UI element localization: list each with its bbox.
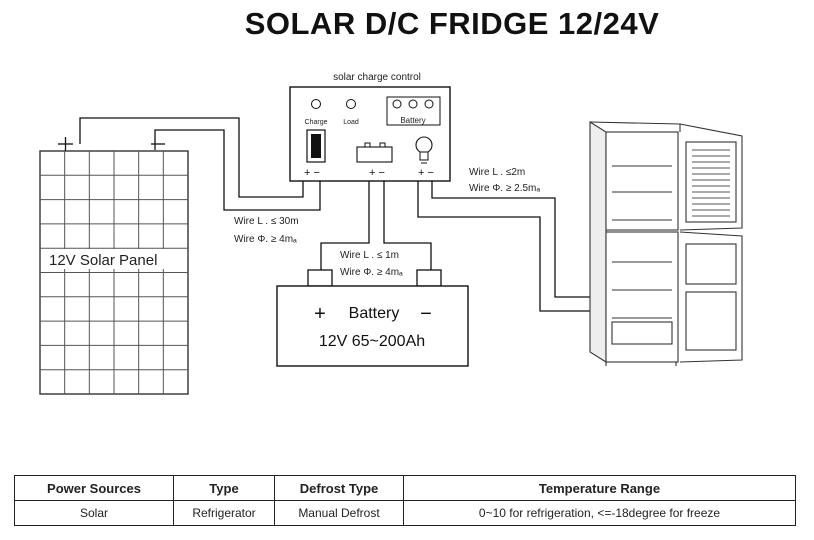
fridge-wire-length: Wire L . ≤2m [469,167,525,178]
battery-name: Battery [349,305,400,322]
battery-spec: 12V 65~200Ah [319,333,425,350]
solar-panel-label: 12V Solar Panel [49,252,157,269]
battery-led-icon [424,99,434,109]
wire-panel-plus [79,117,304,198]
cell-defrost-type: Manual Defrost [274,500,404,526]
wire-fridge-plus [417,178,606,312]
load-label: Load [343,119,359,126]
header-type: Type [173,475,275,501]
panel-wire-diameter: Wire Φ. ≥ 4mₐ [234,234,297,245]
battery-terminal: + − [369,167,385,179]
battery-icon [356,142,393,163]
battery-minus: − [420,303,432,325]
wire-battery-plus [320,178,370,270]
load-terminal: + − [418,167,434,179]
cell-power-source: Solar [14,500,174,526]
fridge-icon [589,121,743,366]
controller-label: solar charge control [333,72,421,83]
wire-battery-minus [383,178,432,270]
pv-terminal: + − [304,167,320,179]
header-defrost-type: Defrost Type [274,475,404,501]
header-power-sources: Power Sources [14,475,174,501]
battery-led-icon [408,99,418,109]
header-temperature-range: Temperature Range [403,475,796,501]
cell-type: Refrigerator [173,500,275,526]
cell-temperature-range: 0~10 for refrigeration, <=-18degree for … [403,500,796,526]
charge-controller: solar charge control Charge Load Battery… [289,72,451,182]
table-row: Solar Refrigerator Manual Defrost 0~10 f… [14,500,796,526]
panel-wire-length: Wire L . ≤ 30m [234,216,299,227]
wire-fridge-minus [431,178,606,298]
load-led-icon [346,99,356,109]
charge-led-icon [311,99,321,109]
page-title: SOLAR D/C FRIDGE 12/24V [244,6,660,41]
battery: + Battery − 12V 65~200Ah [276,269,469,367]
battery-indicator-box [386,96,441,126]
wire-panel-minus [154,129,321,211]
light-bulb-icon [415,136,433,164]
wiring-diagram: 12V Solar Panel solar charge control Cha… [39,72,743,395]
battery-wire-diameter: Wire Φ. ≥ 4mₐ [340,267,403,278]
battery-wire-length: Wire L . ≤ 1m [340,250,399,261]
battery-plus: + [314,303,326,325]
spec-table: Power Sources Type Defrost Type Temperat… [14,475,796,526]
table-header-row: Power Sources Type Defrost Type Temperat… [14,475,796,501]
battery-led-icon [392,99,402,109]
battery-indicator-label: Battery [400,116,425,125]
fridge-wire-diameter: Wire Φ. ≥ 2.5mₐ [469,183,540,194]
solar-panel: 12V Solar Panel [39,137,189,395]
charge-label: Charge [305,119,328,126]
